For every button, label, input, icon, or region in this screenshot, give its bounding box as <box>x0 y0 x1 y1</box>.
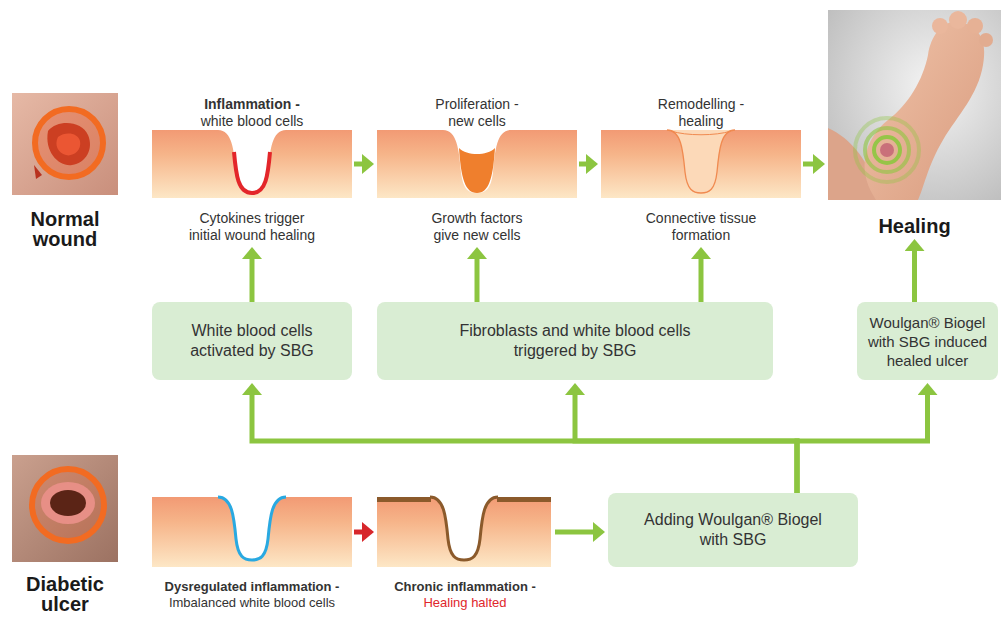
stage-heading: Proliferation - new cells <box>422 96 532 130</box>
photo-node: Healing <box>828 10 1001 236</box>
flow-arrow <box>250 259 255 302</box>
stage-heading: Remodelling - healing <box>646 96 756 130</box>
flow-arrow <box>912 251 917 302</box>
box-text: Fibroblasts and white blood cells trigge… <box>440 321 710 361</box>
stage-node: Remodelling - healingConnective tissue f… <box>601 90 801 244</box>
box-text: White blood cells activated by SBG <box>162 321 342 361</box>
stage-caption: Dysregulated inflammation - <box>152 579 352 595</box>
stage-node: Dysregulated inflammation -Imbalanced wh… <box>152 497 352 611</box>
flow-arrow <box>252 395 797 493</box>
flow-arrow <box>803 162 813 167</box>
stage-caption: Healing halted <box>377 595 553 611</box>
wound-photo <box>12 93 118 195</box>
foot-photo <box>828 10 1001 200</box>
flow-arrow <box>575 395 797 493</box>
process-box: Fibroblasts and white blood cells trigge… <box>377 302 773 380</box>
photo-label: Diabetic ulcer <box>12 574 118 614</box>
process-box: Woulgan® Biogel with SBG induced healed … <box>857 302 998 380</box>
flow-arrow <box>354 530 362 535</box>
photo-label: Healing <box>828 216 1001 236</box>
box-text: Adding Woulgan® Biogel with SBG <box>633 510 833 550</box>
flow-arrow <box>699 259 704 302</box>
stage-caption: Chronic inflammation - <box>377 579 553 595</box>
stage-heading: white blood cells <box>201 113 304 130</box>
wound-cross-section <box>601 130 801 198</box>
stage-heading: Inflammation - <box>204 96 300 113</box>
photo-node: Normal wound <box>12 93 118 249</box>
flow-arrow <box>475 259 480 302</box>
wound-cross-section <box>377 497 551 567</box>
flow-arrow <box>354 162 362 167</box>
stage-caption: Imbalanced white blood cells <box>152 595 352 611</box>
photo-node: Diabetic ulcer <box>12 455 118 614</box>
wound-cross-section <box>152 497 352 567</box>
stage-node: Inflammation -white blood cellsCytokines… <box>152 90 352 244</box>
flow-arrow <box>555 530 593 535</box>
stage-caption: Growth factors give new cells <box>422 210 532 244</box>
flow-arrow <box>797 395 928 493</box>
stage-caption: Cytokines trigger initial wound healing <box>185 210 320 244</box>
wound-cross-section <box>152 130 352 198</box>
flow-arrow <box>579 162 586 167</box>
box-text: Woulgan® Biogel with SBG induced healed … <box>867 313 988 370</box>
wound-photo <box>12 455 118 562</box>
process-box: Adding Woulgan® Biogel with SBG <box>608 493 858 567</box>
stage-node: Chronic inflammation -Healing halted <box>377 497 553 611</box>
stage-caption: Connective tissue formation <box>634 210 769 244</box>
wound-cross-section <box>377 130 577 198</box>
photo-label: Normal wound <box>12 209 118 249</box>
process-box: White blood cells activated by SBG <box>152 302 352 380</box>
stage-node: Proliferation - new cellsGrowth factors … <box>377 90 577 244</box>
